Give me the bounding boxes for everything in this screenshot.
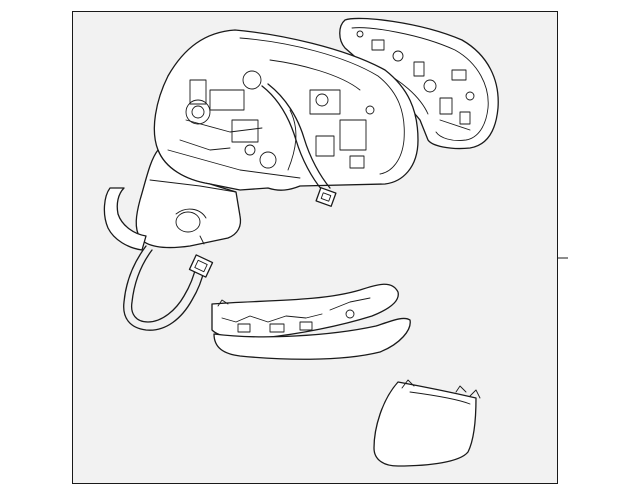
wiring-harness — [123, 245, 214, 331]
mirror-assembly — [153, 29, 419, 207]
mirror-glass — [339, 17, 499, 150]
mirror-cover — [373, 379, 481, 467]
mirror-base — [103, 149, 242, 251]
turn-signal-lamp — [211, 283, 411, 360]
